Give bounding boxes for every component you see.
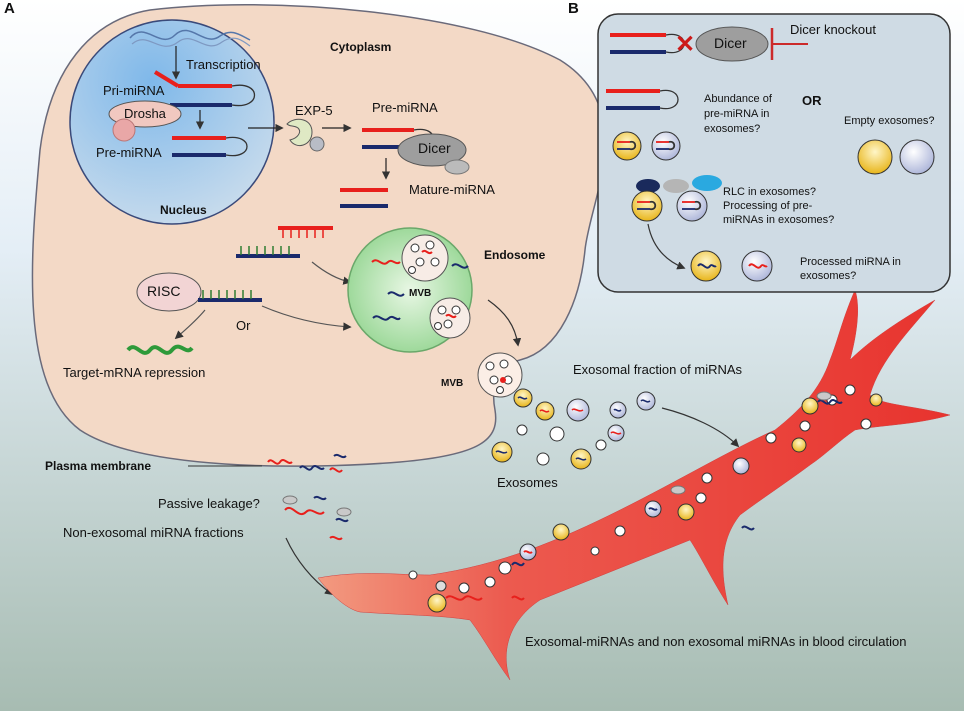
pre-mirna-nucleus xyxy=(172,136,248,157)
dicer-cross-icon: ✕ xyxy=(675,31,695,58)
pri-mirna-label: Pri-miRNA xyxy=(103,83,165,98)
panel-b-exosomes-premirna xyxy=(612,131,681,161)
panel-b-hairpins-1 xyxy=(617,140,676,151)
target-mrna xyxy=(126,344,194,355)
ago-protein-1 xyxy=(282,495,298,505)
panel-b-empty-exosomes xyxy=(857,139,935,175)
released-exosome-mirnas xyxy=(495,396,651,461)
exp5-transporter xyxy=(286,118,313,147)
blood-circulation-label: Exosomal-miRNAs and non exosomal miRNAs … xyxy=(525,634,907,649)
panel-b-processing-arrow xyxy=(647,223,686,270)
panel-b-hairpins-2 xyxy=(637,200,702,211)
cytoplasm-label: Cytoplasm xyxy=(330,40,392,54)
blood-vessel xyxy=(317,289,951,681)
exp5-cargo xyxy=(309,136,325,152)
mvb-inner-2 xyxy=(429,297,471,339)
risc-label: RISC xyxy=(147,283,181,299)
panel-b-letter: B xyxy=(568,0,579,17)
risc-complex xyxy=(136,272,202,312)
rlc-line-3: miRNAs in exosomes? xyxy=(723,214,835,226)
mvb-membrane-mirna xyxy=(500,377,506,383)
panel-b-processed-mirnas xyxy=(697,263,768,269)
plasma-membrane-label: Plasma membrane xyxy=(45,459,152,473)
leakage-to-blood-arrow xyxy=(285,537,334,595)
exosomes-label: Exosomes xyxy=(497,475,558,490)
processed-line-1: Processed miRNA in xyxy=(800,256,901,268)
panel-b-duplex xyxy=(610,33,685,54)
exp5-label: EXP-5 xyxy=(295,103,333,118)
dna-strand xyxy=(129,29,251,41)
processed-line-2: exosomes? xyxy=(800,270,857,282)
endosome-to-membrane-arrow xyxy=(487,299,522,347)
dna-strand-2 xyxy=(131,37,251,47)
abundance-line-1: Abundance of xyxy=(704,93,772,105)
mature-mirna-duplex xyxy=(340,188,388,208)
nucleus-label: Nucleus xyxy=(160,203,207,217)
empty-exosomes-label: Empty exosomes? xyxy=(844,115,935,127)
mvb-vesicles xyxy=(408,240,461,330)
non-exosomal-label: Non-exosomal miRNA fractions xyxy=(63,525,244,540)
drosha-label: Drosha xyxy=(124,106,166,121)
exosome-to-blood-arrow xyxy=(661,407,740,448)
dicer-knockout-label: Dicer knockout xyxy=(790,22,876,37)
mvb-membrane-vesicles xyxy=(485,359,513,394)
endosome-label: Endosome xyxy=(484,248,546,262)
panel-b-or-label: OR xyxy=(802,93,822,108)
panel-b-rlc-proteins xyxy=(636,175,722,193)
free-mirnas xyxy=(267,453,349,541)
risc-guide-strand xyxy=(198,290,262,302)
panel-b-processed-exosomes xyxy=(690,250,773,282)
to-endosome-arrow-2 xyxy=(261,305,352,331)
drosha-partner xyxy=(112,118,136,142)
repression-arrow xyxy=(174,309,206,340)
endosome-mirnas xyxy=(371,249,469,321)
dicer-partner xyxy=(444,159,470,175)
panel-b-dicer-label: Dicer xyxy=(714,35,747,51)
rlc-line-2: Processing of pre- xyxy=(723,200,813,212)
panel-b-pre-mirna xyxy=(606,89,679,110)
pri-mirna-hairpin xyxy=(153,70,256,107)
panel-b-exosomes-rlc xyxy=(631,190,708,222)
abundance-line-2: pre-miRNA in xyxy=(704,108,770,120)
ago-protein-2 xyxy=(336,507,352,517)
pre-mirna-nucleus-label: Pre-miRNA xyxy=(96,145,162,160)
blood-ago-1 xyxy=(670,485,686,495)
mvb-membrane-label: MVB xyxy=(441,378,464,389)
panel-b-box xyxy=(597,13,951,293)
exosomal-fraction-label: Exosomal fraction of miRNAs xyxy=(573,362,743,377)
dicer-enzyme xyxy=(397,133,467,167)
pre-mirna-cytoplasm-label: Pre-miRNA xyxy=(372,100,438,115)
or-label: Or xyxy=(236,318,251,333)
mature-mirna-label: Mature-miRNA xyxy=(409,182,495,197)
panel-a-letter: A xyxy=(4,0,15,17)
target-repression-label: Target-mRNA repression xyxy=(63,365,206,380)
transcription-label: Transcription xyxy=(186,57,261,72)
to-endosome-arrow-1 xyxy=(311,261,352,285)
duplex-loading-1 xyxy=(236,226,333,258)
passive-leakage-label: Passive leakage? xyxy=(158,496,260,511)
abundance-line-3: exosomes? xyxy=(704,123,761,135)
mvb-inner-label: MVB xyxy=(409,288,432,299)
blood-mirnas xyxy=(445,399,843,601)
panel-b-dicer-enzyme xyxy=(695,26,769,62)
rlc-line-1: RLC in exosomes? xyxy=(723,186,816,198)
blood-ago-2 xyxy=(816,391,832,401)
mvb-inner-1 xyxy=(401,234,449,282)
dicer-label: Dicer xyxy=(418,140,451,156)
